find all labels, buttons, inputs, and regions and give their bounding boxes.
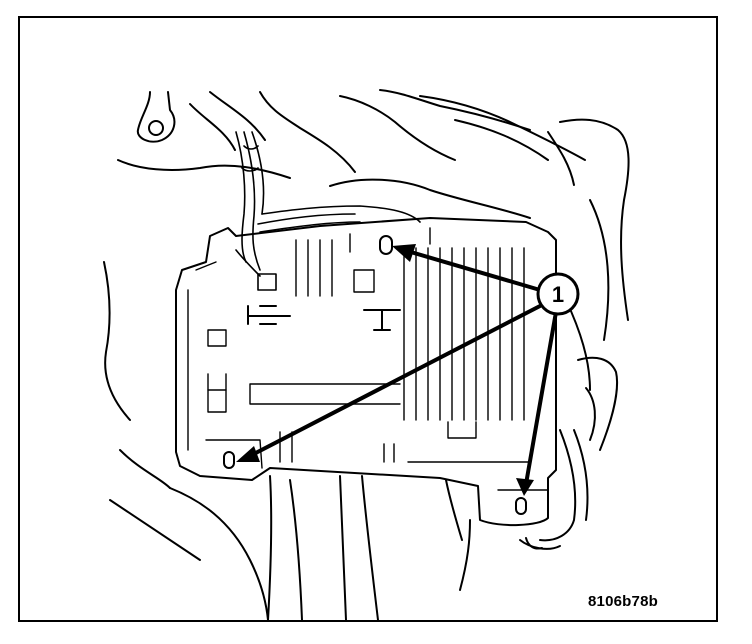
mounting-slot-lower-right	[515, 497, 527, 515]
wiring-harness	[235, 131, 421, 291]
arrowheads	[236, 244, 534, 496]
leader-arrow-left	[244, 304, 542, 460]
arrowhead-lower	[516, 478, 534, 496]
arrowhead-upper	[392, 244, 416, 262]
leader-arrow-upper	[402, 248, 542, 292]
figure-code: 8106b78b	[588, 593, 658, 610]
mounting-slot-upper	[379, 235, 393, 255]
mounting-slot-left	[223, 451, 235, 469]
callout-circle	[536, 272, 580, 316]
figure-frame	[18, 16, 718, 622]
leader-arrow-lower	[524, 310, 558, 486]
callout-number: 1	[552, 282, 564, 307]
mounting-slots	[223, 235, 527, 515]
module-bracket	[175, 217, 557, 527]
callout-1: 1	[536, 272, 580, 316]
vehicle-structure	[103, 89, 630, 621]
callout-leaders	[244, 248, 558, 486]
arrowhead-left	[236, 446, 260, 462]
